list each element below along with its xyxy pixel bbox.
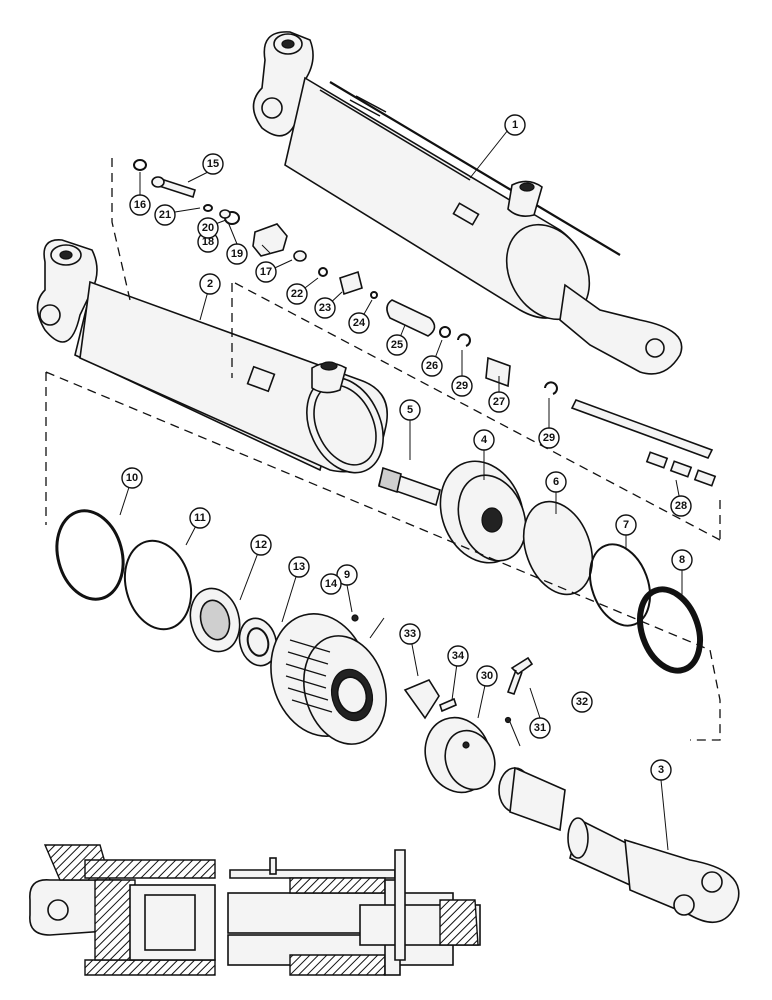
callout-8: 8	[671, 549, 693, 571]
callout-11: 11	[189, 507, 211, 529]
callout-25: 25	[386, 334, 408, 356]
svg-text:13: 13	[293, 561, 305, 573]
svg-text:22: 22	[291, 288, 303, 300]
callout-3: 3	[650, 759, 672, 781]
svg-text:7: 7	[623, 519, 629, 531]
svg-text:34: 34	[452, 650, 465, 662]
callout-30: 30	[476, 665, 498, 687]
svg-text:17: 17	[260, 266, 272, 278]
svg-text:1: 1	[512, 119, 518, 131]
callout-6: 6	[545, 471, 567, 493]
svg-text:10: 10	[126, 472, 138, 484]
callout-32: 32	[571, 691, 593, 713]
svg-text:4: 4	[481, 434, 488, 446]
callout-12: 12	[250, 534, 272, 556]
clamp-parts	[403, 656, 534, 794]
svg-text:28: 28	[675, 500, 687, 512]
callout-31: 31	[529, 717, 551, 739]
gland	[270, 613, 387, 745]
dashed-group-line-1	[234, 282, 721, 541]
svg-text:30: 30	[481, 670, 493, 682]
svg-text:26: 26	[426, 360, 438, 372]
dashed-group-bottom	[45, 371, 721, 741]
svg-text:25: 25	[391, 339, 403, 351]
cutaway-view	[29, 844, 481, 976]
piston-group	[378, 460, 703, 674]
callout-29-lower: 29	[538, 427, 560, 449]
callout-9: 9	[336, 564, 358, 586]
svg-text:11: 11	[194, 512, 206, 524]
svg-text:19: 19	[231, 248, 243, 260]
svg-text:6: 6	[553, 476, 559, 488]
callout-24: 24	[348, 312, 370, 334]
svg-text:5: 5	[407, 404, 413, 416]
svg-text:33: 33	[404, 628, 416, 640]
callout-5: 5	[399, 399, 421, 421]
svg-text:32: 32	[576, 696, 588, 708]
callout-23: 23	[314, 297, 336, 319]
piston-rod	[498, 766, 740, 924]
callout-15: 15	[202, 153, 224, 175]
svg-text:31: 31	[534, 722, 546, 734]
assembled-cylinder	[252, 31, 683, 375]
small-parts	[133, 159, 717, 487]
svg-text:9: 9	[344, 569, 350, 581]
callout-16: 16	[129, 194, 151, 216]
svg-text:20: 20	[202, 222, 214, 234]
svg-text:21: 21	[159, 209, 171, 221]
callout-21: 21	[154, 204, 176, 226]
svg-text:29: 29	[456, 380, 468, 392]
callout-17: 17	[255, 261, 277, 283]
callout-4: 4	[473, 429, 495, 451]
svg-text:12: 12	[255, 539, 267, 551]
cylinder-barrel	[36, 239, 389, 474]
svg-text:29: 29	[543, 432, 555, 444]
svg-text:8: 8	[679, 554, 685, 566]
callout-20: 20	[197, 217, 219, 239]
callout-28: 28	[670, 495, 692, 517]
callout-10: 10	[121, 467, 143, 489]
callout-22: 22	[286, 283, 308, 305]
callout-13: 13	[288, 556, 310, 578]
callout-19: 19	[226, 243, 248, 265]
callout-2: 2	[199, 273, 221, 295]
callout-34: 34	[447, 645, 469, 667]
callout-29-upper: 29	[451, 375, 473, 397]
callout-27: 27	[488, 391, 510, 413]
callout-26: 26	[421, 355, 443, 377]
svg-text:15: 15	[207, 158, 219, 170]
svg-text:2: 2	[207, 278, 213, 290]
svg-text:27: 27	[493, 396, 505, 408]
callout-1: 1	[504, 114, 526, 136]
svg-text:23: 23	[319, 302, 331, 314]
svg-text:16: 16	[134, 199, 146, 211]
callout-7: 7	[615, 514, 637, 536]
callout-14: 14	[320, 573, 342, 595]
svg-text:18: 18	[202, 236, 214, 248]
seals-left	[55, 509, 359, 667]
svg-text:24: 24	[353, 317, 366, 329]
svg-text:14: 14	[325, 578, 338, 590]
dashed-group-left	[111, 158, 131, 301]
callout-33: 33	[399, 623, 421, 645]
svg-text:3: 3	[658, 764, 664, 776]
